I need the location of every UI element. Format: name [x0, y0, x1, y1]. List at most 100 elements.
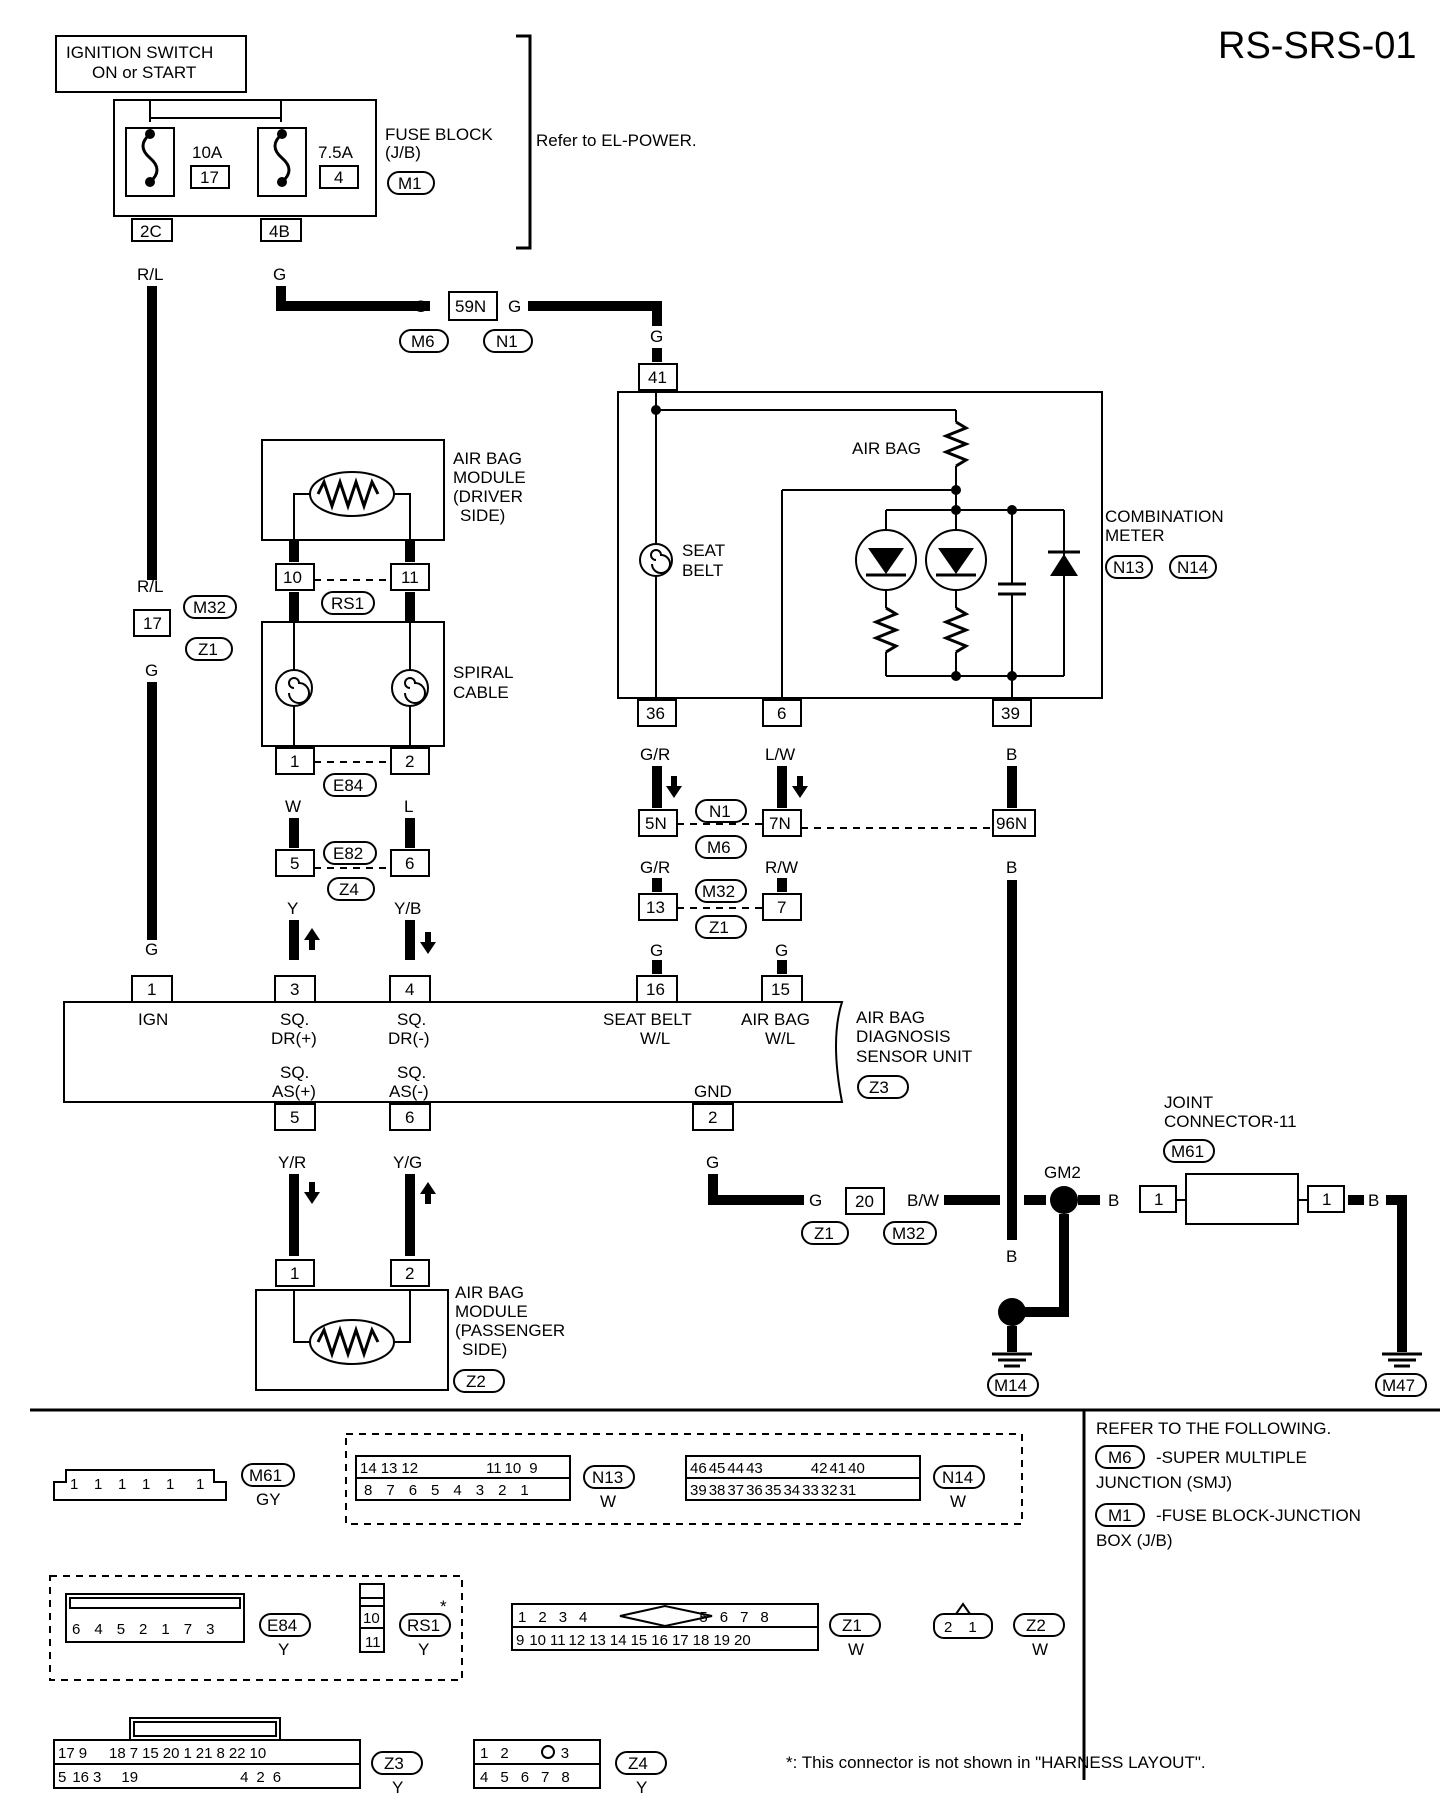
wire-g-9: G [706, 1153, 719, 1172]
sensor-sq-dr-minus: SQ. [397, 1010, 426, 1029]
connector-2-gnd: 2 [708, 1108, 717, 1127]
wire-lw: L/W [765, 745, 795, 764]
code-m6-top: M6 [411, 332, 435, 351]
wire-y: Y [287, 899, 298, 918]
airbag-pass-label-1: AIR BAG [455, 1283, 524, 1302]
code-n13: N13 [1113, 558, 1144, 577]
view-z3-code: Z3 [384, 1754, 404, 1773]
legend-m6-code: M6 [1108, 1448, 1132, 1467]
sensor-airbag-label: AIR BAG [741, 1010, 810, 1029]
sensor-sq-as-plus: SQ. [280, 1063, 309, 1082]
connector-5-mid: 5 [290, 854, 299, 873]
view-rs1-star: * [440, 1597, 447, 1616]
connector-59n: 59N [455, 297, 486, 316]
refer-el-power: Refer to EL-POWER. [536, 131, 697, 150]
airbag-pass-label-3: (PASSENGER [455, 1321, 565, 1340]
wire-g-2: G [145, 940, 158, 959]
sensor-gnd-label: GND [694, 1082, 732, 1101]
legend-m1-code: M1 [1108, 1506, 1132, 1525]
code-gm2: GM2 [1044, 1163, 1081, 1182]
combination-meter-label-1: COMBINATION [1105, 507, 1224, 526]
connector-1-spiral: 1 [290, 752, 299, 771]
joint-connector-label-1: JOINT [1164, 1093, 1213, 1112]
connector-1-ign: 1 [147, 980, 156, 999]
view-n13-code: N13 [592, 1468, 623, 1487]
legend-refer: REFER TO THE FOLLOWING. [1096, 1419, 1331, 1438]
connector-4: 4 [405, 980, 414, 999]
footnote: *: This connector is not shown in "HARNE… [786, 1753, 1206, 1772]
wire-g-5: G [508, 297, 521, 316]
terminal-2c: 2C [140, 222, 162, 241]
view-z1-color: W [848, 1640, 864, 1659]
wire-w: W [285, 797, 301, 816]
view-n14-code: N14 [942, 1468, 973, 1487]
wire-g-3: G [273, 265, 286, 284]
wire-g-7: G [650, 941, 663, 960]
fuse-block-label-1: FUSE BLOCK [385, 125, 493, 144]
view-z4-code: Z4 [628, 1754, 648, 1773]
svg-text:1: 1 [142, 1476, 150, 1493]
view-z1-code: Z1 [842, 1616, 862, 1635]
connector-20: 20 [855, 1192, 874, 1211]
sensor-seatbelt-wl: W/L [640, 1029, 670, 1048]
view-z2-color: W [1032, 1640, 1048, 1659]
code-rs1: RS1 [331, 594, 364, 613]
combination-meter-label-2: METER [1105, 526, 1165, 545]
code-n1-top: N1 [496, 332, 518, 351]
spiral-cable-label-1: SPIRAL [453, 663, 513, 682]
rs1-pin-10: 10 [363, 1610, 380, 1627]
connector-41: 41 [648, 368, 667, 387]
sensor-sq-as-minus: SQ. [397, 1063, 426, 1082]
code-m32-mid: M32 [702, 882, 735, 901]
connector-7n: 7N [769, 814, 791, 833]
code-m32-bottom: M32 [892, 1224, 925, 1243]
airbag-pass-label-2: MODULE [455, 1302, 528, 1321]
view-z4-color: Y [636, 1778, 647, 1797]
code-m32-left: M32 [193, 598, 226, 617]
connector-5n: 5N [645, 814, 667, 833]
wire-g-8: G [775, 941, 788, 960]
wire-b-5: B [1006, 1247, 1017, 1266]
connector-6-as: 6 [405, 1108, 414, 1127]
svg-text:1: 1 [118, 1476, 126, 1493]
airbag-driver-label-3: (DRIVER [453, 487, 523, 506]
airbag-pass-label-4: SIDE) [462, 1340, 507, 1359]
code-n1-mid: N1 [709, 802, 731, 821]
code-z4: Z4 [339, 880, 359, 899]
wire-b-7: B [1396, 1247, 1407, 1266]
connector-39: 39 [1001, 704, 1020, 723]
sensor-sq-dr-plus: SQ. [280, 1010, 309, 1029]
view-z3-color: Y [392, 1778, 403, 1797]
wire-rl-2: R/L [137, 577, 163, 596]
sensor-seatbelt-label: SEAT BELT [603, 1010, 692, 1029]
wire-b-6: B [1368, 1191, 1379, 1210]
joint-connector-label-2: CONNECTOR-11 [1164, 1112, 1297, 1131]
code-m47: M47 [1382, 1376, 1415, 1395]
sensor-airbag-wl: W/L [765, 1029, 795, 1048]
connector-3: 3 [290, 980, 299, 999]
sensor-unit-label-3: SENSOR UNIT [856, 1047, 972, 1066]
connector-17: 17 [143, 614, 162, 633]
terminal-4b: 4B [269, 222, 290, 241]
svg-text:1: 1 [166, 1476, 174, 1493]
wire-yr: Y/R [278, 1153, 306, 1172]
connector-2-pass: 2 [405, 1264, 414, 1283]
wire-gr-2: G/R [640, 858, 670, 877]
fuse-block-code: M1 [398, 174, 422, 193]
svg-text:1: 1 [196, 1476, 204, 1493]
code-e82: E82 [333, 844, 363, 863]
code-m6-mid: M6 [707, 838, 731, 857]
connector-6-mid: 6 [405, 854, 414, 873]
wire-g-4: G [414, 297, 427, 316]
spiral-cable-label-2: CABLE [453, 683, 509, 702]
svg-text:1: 1 [70, 1476, 78, 1493]
wire-b-4: B [1058, 1247, 1069, 1266]
ignition-label-2: ON or START [92, 63, 196, 82]
wire-b-1: B [1006, 745, 1017, 764]
